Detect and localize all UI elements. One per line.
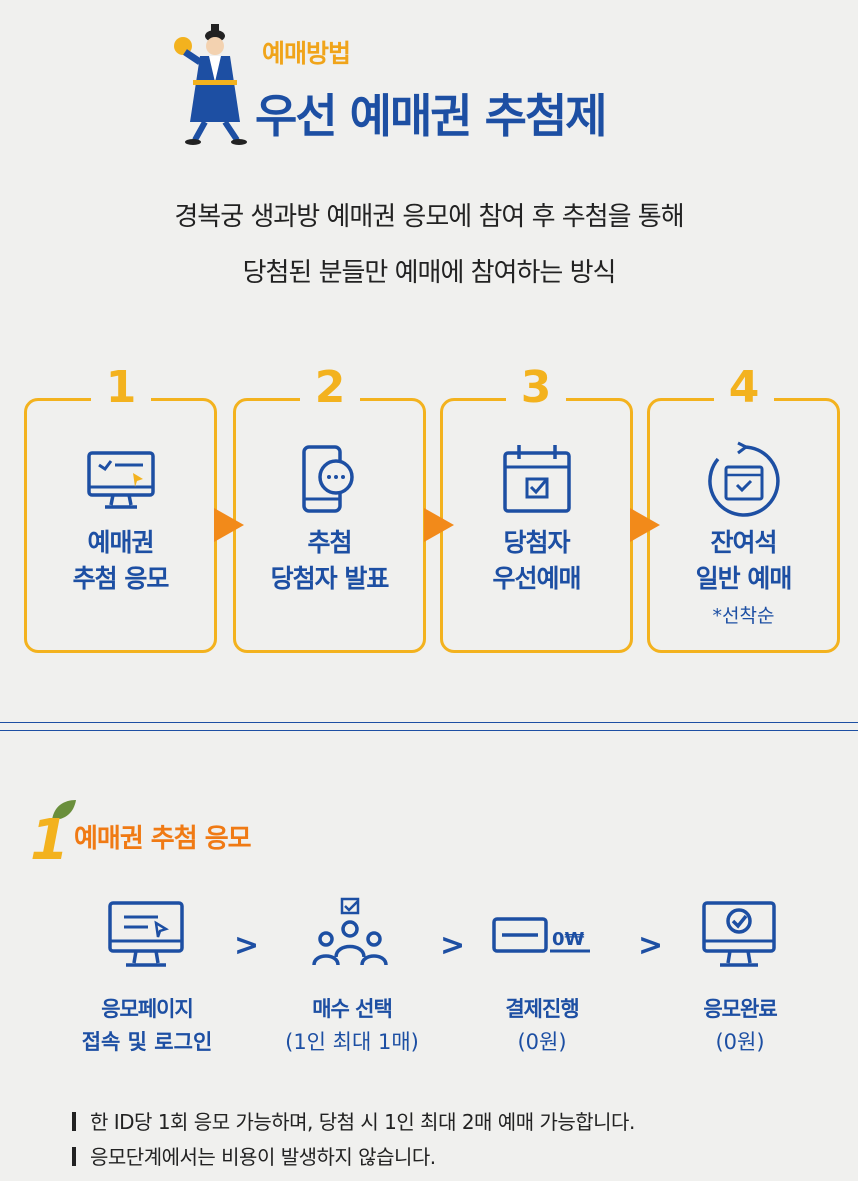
people-icon	[312, 897, 388, 966]
step-card-3: 당첨자 우선예매	[440, 398, 633, 653]
monitor-icon	[86, 451, 155, 509]
calendar-refresh-icon	[707, 441, 780, 517]
notice-line-2: 응모단계에서는 비용이 발생하지 않습니다.	[72, 1141, 436, 1170]
intro-line-1: 경복궁 생과방 예매권 응모에 참여 후 추첨을 통해	[174, 202, 684, 232]
step-label-line1: 당첨자	[503, 528, 570, 557]
step-arrow-icon	[630, 508, 660, 542]
process-sub-label: (0원)	[715, 1030, 765, 1054]
scholar-character-illustration	[174, 24, 247, 145]
header-kicker: 예매방법	[262, 39, 351, 68]
section-divider	[0, 722, 858, 731]
step-number-3: 3	[506, 362, 566, 414]
step-number-2: 2	[300, 362, 360, 414]
step-arrow-icon	[214, 508, 244, 542]
bullet-bar-icon	[72, 1147, 76, 1166]
page-title: 우선 예매권 추첨제	[255, 89, 608, 143]
notice-text: 응모단계에서는 비용이 발생하지 않습니다.	[90, 1145, 436, 1169]
notice-text: 한 ID당 1회 응모 가능하며, 당첨 시 1인 최대 2매 예매 가능합니다…	[90, 1110, 635, 1134]
step-label-line2: 당첨자 발표	[270, 564, 390, 593]
process-sub-label: (0원)	[517, 1030, 567, 1054]
chevron-right-icon: >	[440, 928, 466, 963]
process-label: 결제진행	[505, 997, 579, 1021]
step-card-1: 예매권 추첨 응모	[24, 398, 217, 653]
step-note: *선착순	[712, 605, 775, 627]
phone-chat-icon	[301, 445, 354, 513]
step-card-2: 추첨 당첨자 발표	[233, 398, 426, 653]
process-label: 응모완료	[703, 997, 777, 1021]
monitor-check-icon	[702, 901, 776, 967]
process-sub-label: (1인 최대 1매)	[285, 1030, 419, 1054]
step-label-line1: 예매권	[87, 528, 154, 557]
step-arrow-icon	[424, 508, 454, 542]
calendar-check-icon	[502, 445, 571, 513]
step-card-4: 잔여석 일반 예매 *선착순	[647, 398, 840, 653]
step-label-line1: 잔여석	[710, 528, 777, 557]
section-number: 1	[30, 808, 69, 873]
process-label: 응모페이지	[101, 997, 194, 1021]
card-icon: 0₩	[492, 917, 590, 953]
chevron-right-icon: >	[234, 928, 260, 963]
step-number-4: 4	[714, 362, 774, 414]
notice-line-1: 한 ID당 1회 응모 가능하며, 당첨 시 1인 최대 2매 예매 가능합니다…	[72, 1106, 635, 1135]
section-title: 예매권 추첨 응모	[74, 824, 252, 854]
process-label: 매수 선택	[312, 997, 393, 1021]
bullet-bar-icon	[72, 1112, 76, 1131]
leaf-icon	[52, 800, 76, 820]
intro-line-2: 당첨된 분들만 예매에 참여하는 방식	[242, 258, 617, 288]
card-amount-text: 0₩	[552, 929, 585, 950]
step-label-line2: 추첨 응모	[72, 564, 170, 593]
monitor-icon	[108, 901, 184, 967]
step-label-line1: 추첨	[307, 528, 352, 557]
step-label-line2: 일반 예매	[695, 564, 793, 593]
chevron-right-icon: >	[638, 928, 664, 963]
process-sub-label: 접속 및 로그인	[81, 1030, 213, 1054]
step-number-1: 1	[91, 362, 151, 414]
step-label-line2: 우선예매	[492, 564, 581, 593]
